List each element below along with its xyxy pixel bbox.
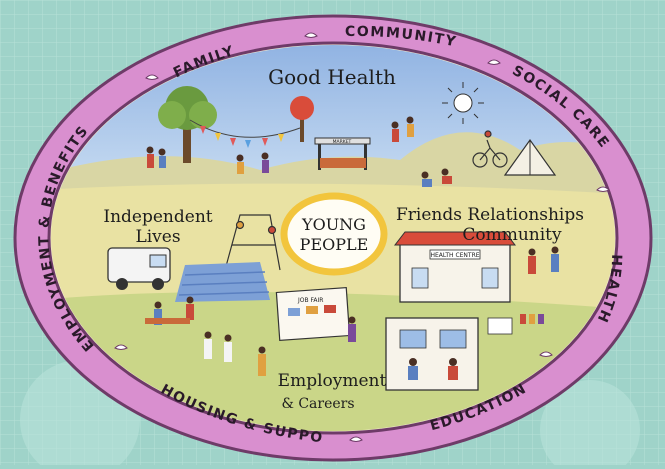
center-line2: PEOPLE [300, 235, 369, 254]
health-centre-building: HEALTH CENTRE [393, 231, 517, 303]
supplies-icon [487, 314, 544, 335]
section-good-health: Good Health [268, 65, 396, 89]
van-icon [107, 247, 171, 290]
computer-room-panel [385, 317, 479, 391]
dove-icon [487, 59, 501, 65]
bicycle-icon [472, 130, 508, 168]
dove-icon [114, 344, 128, 350]
market-sign: MARKET [333, 139, 352, 145]
market-stall-icon: MARKET [314, 137, 371, 170]
sun-icon [442, 82, 484, 124]
people-picnic [146, 116, 452, 187]
center-line1: YOUNG [301, 215, 366, 234]
dove-icon [145, 74, 159, 80]
job-fair-sign: JOB FAIR [297, 297, 323, 304]
fruit-tree-icon [290, 96, 314, 142]
section-friends-line1: Friends Relationships [396, 205, 584, 225]
section-employment-line2: & Careers [281, 396, 354, 412]
section-independent-lives-line2: Lives [135, 227, 180, 247]
section-independent-lives-line1: Independent [103, 207, 212, 227]
dove-icons [114, 32, 610, 442]
climbing-frame-icon [224, 214, 281, 271]
health-centre-sign: HEALTH CENTRE [430, 252, 479, 259]
job-fair-board: JOB FAIR [275, 286, 351, 342]
tent-icon [503, 138, 557, 176]
dove-icon [304, 32, 318, 38]
young-people-badge: YOUNG PEOPLE [280, 192, 388, 276]
section-friends-line2: Community [462, 225, 562, 245]
garden-plot [175, 262, 270, 302]
section-employment-line1: Employment [278, 371, 387, 391]
dove-icon [539, 351, 553, 357]
dove-icon [596, 186, 610, 192]
dove-icon [349, 436, 363, 442]
tree-icon [158, 86, 217, 163]
people-work [145, 246, 559, 376]
